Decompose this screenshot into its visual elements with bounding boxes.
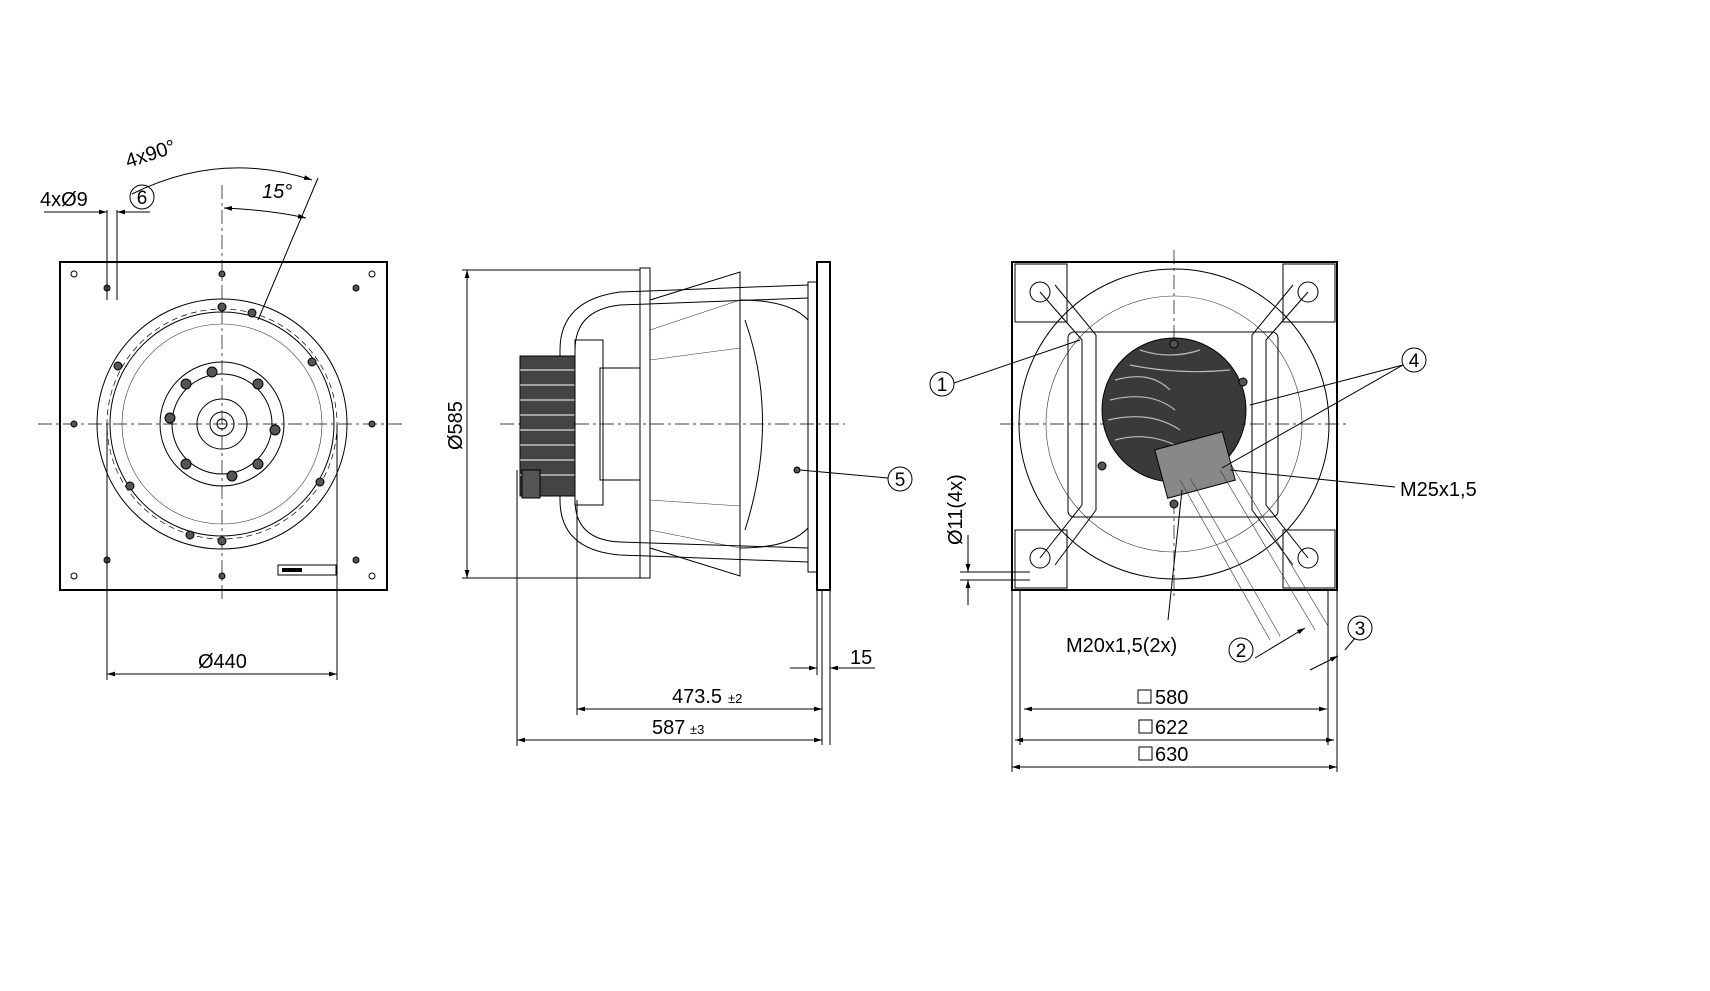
front-plate — [59, 261, 388, 591]
svg-text:6: 6 — [137, 188, 148, 209]
inlet-ring-outer — [96, 298, 348, 550]
svg-text:5: 5 — [895, 470, 906, 491]
dim-622-label: 622 — [1155, 717, 1188, 739]
terminal-box — [1154, 431, 1236, 499]
svg-text:1: 1 — [937, 375, 948, 396]
square-symbol — [1138, 719, 1153, 734]
backplate — [639, 267, 651, 579]
angle-line — [257, 177, 319, 321]
balloon-1 — [929, 371, 955, 397]
ring-bolts — [113, 302, 325, 546]
front-view: 4xØ9 6 4x90° 15° Ø440 — [38, 136, 405, 680]
rear-plate — [1011, 261, 1338, 591]
svg-text:3: 3 — [1355, 619, 1366, 640]
square-symbol — [1138, 746, 1153, 761]
m25-label: M25x1,5 — [1400, 479, 1477, 501]
angle-offset-label: 15° — [262, 181, 292, 203]
motor-shaft-housing — [599, 367, 641, 481]
svg-text:2: 2 — [1236, 641, 1247, 662]
balloon-5 — [887, 466, 913, 492]
corner-holes — [70, 270, 376, 580]
dim-580-label: 580 — [1155, 687, 1188, 709]
hole-11-label: Ø11(4x) — [945, 474, 967, 545]
angle-pattern-label: 4x90° — [123, 136, 179, 173]
rear-view: 1 4 M25x1,5 M20x1,5(2x) 2 3 Ø11(4x) 580 … — [929, 250, 1477, 772]
cable-gland — [521, 469, 541, 499]
diameter-440-label: Ø440 — [198, 651, 247, 673]
dim-473-label: 473.5 — [672, 686, 722, 708]
balloon-3 — [1347, 615, 1373, 641]
inlet-ring — [1018, 268, 1330, 580]
rating-label — [277, 564, 337, 576]
dim-15-label: 15 — [850, 647, 872, 669]
dim-473-tolerance: ±2 — [728, 691, 742, 706]
impeller — [649, 271, 741, 577]
support-arms — [1039, 284, 1309, 566]
corner-brackets — [1014, 263, 1336, 589]
dim-587-label: 587 — [652, 717, 685, 739]
side-view: 5 Ø585 15 473.5 ±2 587 ±3 — [445, 261, 913, 746]
dim-587-tolerance: ±3 — [690, 722, 704, 737]
hole-dim-label: 4xØ9 — [40, 189, 88, 211]
mount-frame — [1067, 331, 1279, 518]
hub-bolts — [164, 366, 281, 482]
support-arm — [559, 284, 809, 563]
balloon-6 — [129, 184, 155, 210]
square-symbol — [1137, 689, 1152, 704]
balloon-4 — [1401, 347, 1427, 373]
balloon-2 — [1228, 637, 1254, 663]
svg-text:4: 4 — [1409, 351, 1420, 372]
hub-outer — [159, 361, 285, 487]
diameter-585-label: Ø585 — [445, 401, 467, 450]
dim-630-label: 630 — [1155, 744, 1188, 766]
m20-label: M20x1,5(2x) — [1066, 635, 1177, 657]
inlet-plate — [816, 261, 831, 591]
